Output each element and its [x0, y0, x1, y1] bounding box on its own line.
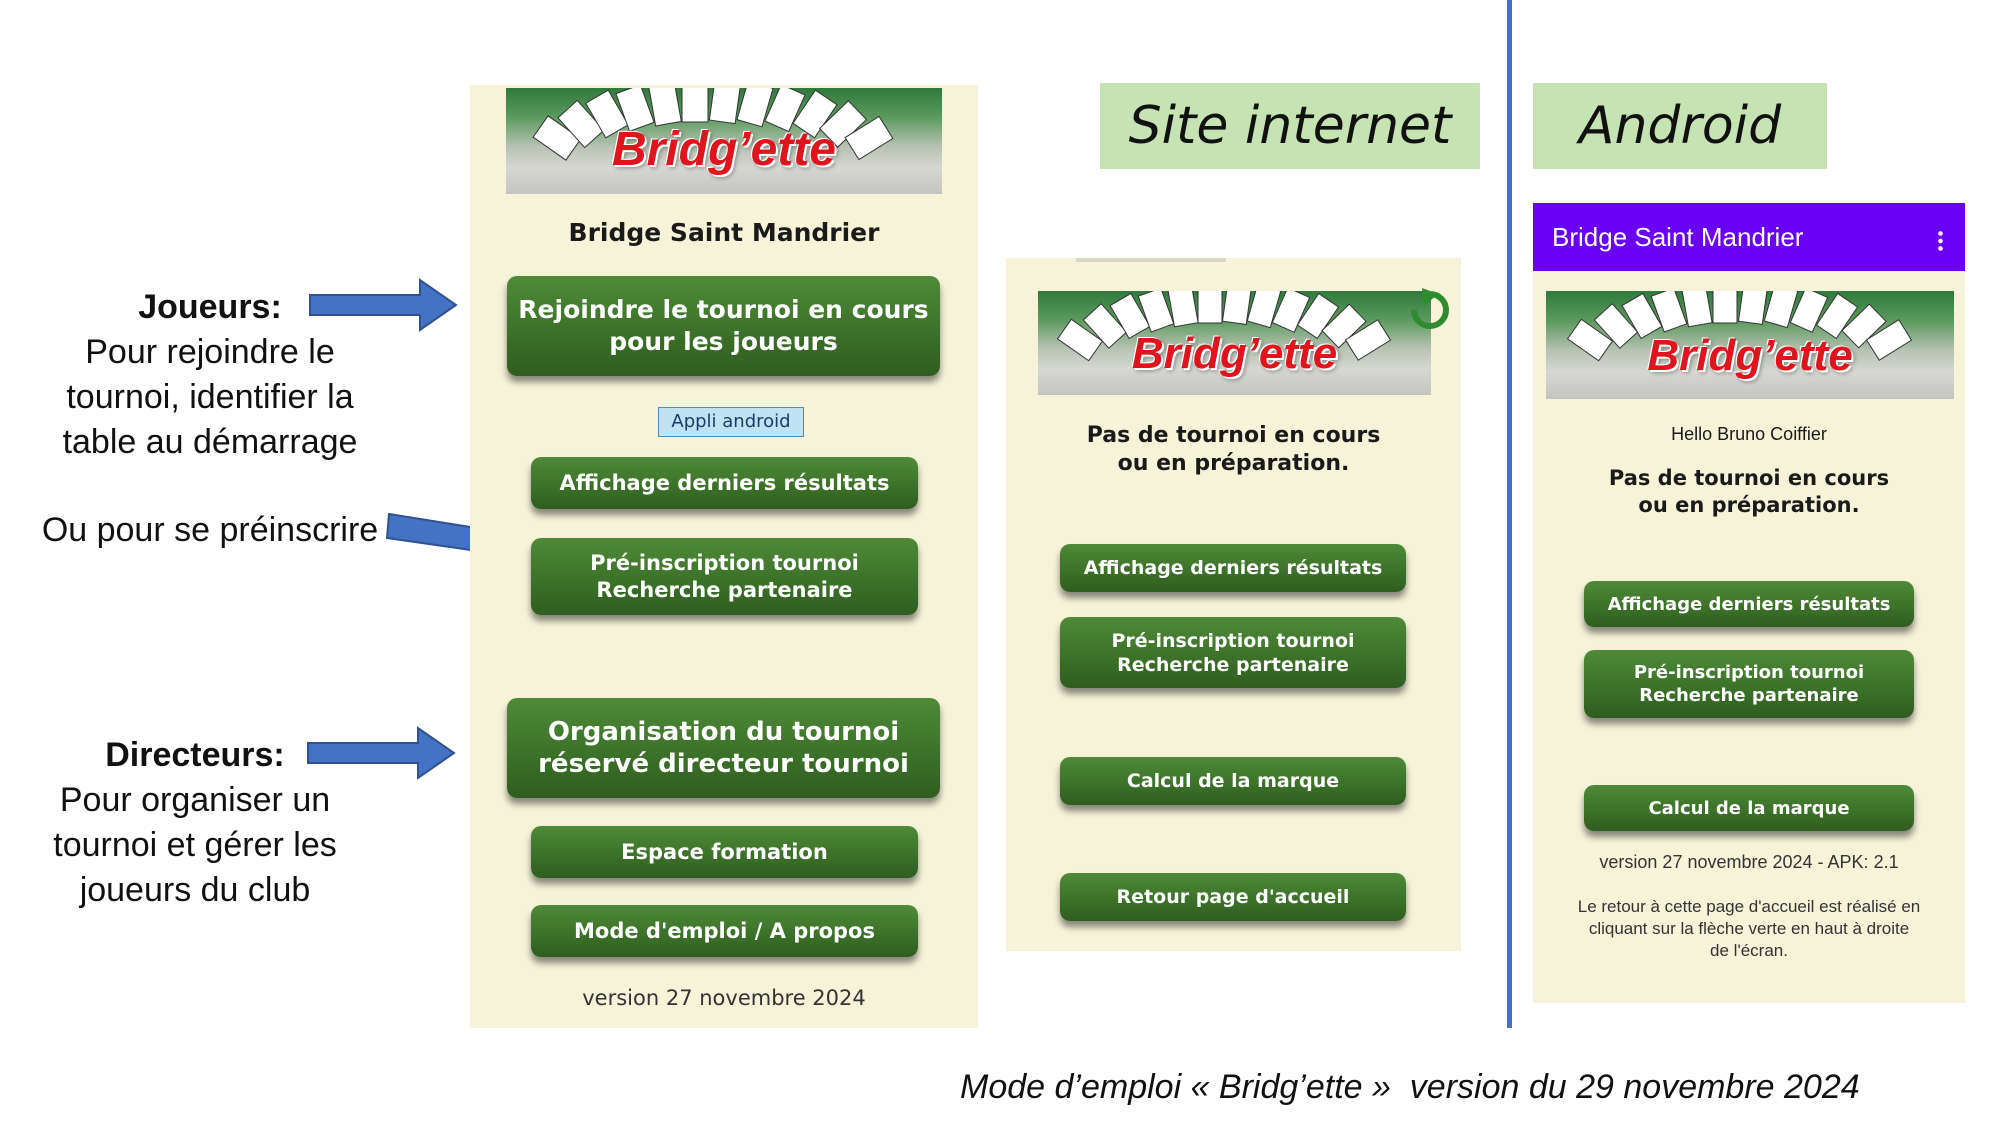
directeurs-annotation: Directeurs: Pour organiser un tournoi et…	[25, 733, 365, 913]
calcul-marque-button[interactable]: Calcul de la marque	[1584, 785, 1914, 831]
directeurs-line-3: joueurs du club	[79, 871, 311, 909]
preinscrire-annotation: Ou pour se préinscrire	[41, 511, 379, 549]
playing-cards-icon	[1566, 291, 1913, 362]
results-button[interactable]: Affichage derniers résultats	[531, 457, 918, 509]
organisation-line-2: réservé directeur tournoi	[538, 749, 909, 779]
status-line-2: ou en préparation.	[1638, 493, 1860, 517]
formation-button[interactable]: Espace formation	[531, 826, 918, 878]
joueurs-line-3: table au démarrage	[62, 423, 358, 461]
organisation-button[interactable]: Organisation du tournoi réservé directeu…	[507, 698, 940, 798]
preinscription-line-2: Recherche partenaire	[1117, 653, 1349, 676]
arrow-right-icon	[307, 726, 456, 780]
android-tag: Android	[1533, 83, 1827, 169]
android-screen: Bridge Saint Mandrier Bridg’ette H	[1533, 203, 1965, 1003]
status-line-2: ou en préparation.	[1117, 451, 1350, 476]
playing-cards-icon	[532, 88, 894, 161]
club-name: Bridge Saint Mandrier	[568, 218, 880, 247]
status-line-1: Pas de tournoi en cours	[1086, 423, 1381, 448]
greeting-text: Hello Bruno Coiffier	[1671, 424, 1827, 444]
version-text: version 27 novembre 2024	[582, 986, 866, 1010]
main-app-screen: Bridg’ette Bridge Saint Mandrier Rejoind…	[470, 85, 978, 1028]
join-line-1: Rejoindre le tournoi en cours	[518, 295, 929, 324]
joueurs-line-1: Pour rejoindre le	[85, 333, 335, 371]
directeurs-line-2: tournoi et gérer les	[53, 826, 337, 864]
app-logo: Bridg’ette	[611, 123, 836, 176]
logo-banner: Bridg’ette	[1038, 291, 1431, 395]
status-text: Pas de tournoi en cours ou en préparatio…	[1533, 465, 1965, 519]
preinscription-button[interactable]: Pré-inscription tournoi Recherche parten…	[1060, 617, 1406, 688]
mode-emploi-button[interactable]: Mode d'emploi / A propos	[531, 905, 918, 957]
status-text: Pas de tournoi en cours ou en préparatio…	[1006, 422, 1461, 478]
calcul-marque-button[interactable]: Calcul de la marque	[1060, 757, 1406, 805]
divider	[1507, 0, 1512, 1028]
joueurs-title: Joueurs:	[138, 288, 282, 326]
info-text: Le retour à cette page d'accueil est réa…	[1533, 896, 1965, 962]
organisation-line-1: Organisation du tournoi	[547, 717, 900, 747]
app-logo: Bridg’ette	[1131, 329, 1338, 378]
preinscription-line-1: Pré-inscription tournoi	[1111, 629, 1355, 652]
android-app-link[interactable]: Appli android	[658, 407, 804, 437]
android-app-bar: Bridge Saint Mandrier	[1533, 203, 1965, 271]
info-line-1: Le retour à cette page d'accueil est réa…	[1577, 897, 1921, 916]
info-line-3: de l'écran.	[1710, 941, 1788, 960]
preinscription-line-2: Recherche partenaire	[596, 577, 853, 602]
directeurs-line-1: Pour organiser un	[59, 781, 331, 819]
results-button[interactable]: Affichage derniers résultats	[1584, 581, 1914, 627]
join-line-2: pour les joueurs	[609, 327, 838, 356]
directeurs-title: Directeurs:	[105, 736, 285, 774]
version-text: version 27 novembre 2024 - APK: 2.1	[1599, 852, 1899, 872]
website-screen: Bridg’ette Pas de tournoi en cours ou en…	[1006, 258, 1461, 951]
app-bar-title: Bridge Saint Mandrier	[1552, 221, 1804, 252]
back-arrow-icon[interactable]	[1404, 284, 1456, 336]
joueurs-annotation: Joueurs: Pour rejoindre le tournoi, iden…	[40, 285, 380, 465]
join-tournament-button[interactable]: Rejoindre le tournoi en cours pour les j…	[507, 276, 940, 376]
logo-banner: Bridg’ette	[1546, 291, 1954, 399]
footer-caption: Mode d’emploi « Bridg’ette » version du …	[960, 1068, 1860, 1106]
more-vert-icon[interactable]	[1938, 227, 1943, 251]
top-bar-stub	[1076, 258, 1226, 262]
preinscription-line-1: Pré-inscription tournoi	[1633, 662, 1865, 683]
retour-accueil-button[interactable]: Retour page d'accueil	[1060, 873, 1406, 921]
preinscription-button[interactable]: Pré-inscription tournoi Recherche parten…	[531, 538, 918, 615]
playing-cards-icon	[1056, 291, 1392, 362]
preinscription-button[interactable]: Pré-inscription tournoi Recherche parten…	[1584, 650, 1914, 718]
logo-banner: Bridg’ette	[506, 88, 942, 194]
site-internet-tag: Site internet	[1100, 83, 1480, 169]
info-line-2: cliquant sur la flèche verte en haut à d…	[1588, 919, 1910, 938]
joueurs-line-2: tournoi, identifier la	[66, 378, 354, 416]
arrow-right-icon	[309, 278, 458, 332]
app-logo: Bridg’ette	[1647, 331, 1853, 380]
preinscription-line-1: Pré-inscription tournoi	[590, 550, 859, 575]
preinscription-line-2: Recherche partenaire	[1639, 685, 1859, 706]
results-button[interactable]: Affichage derniers résultats	[1060, 544, 1406, 592]
status-line-1: Pas de tournoi en cours	[1608, 466, 1890, 490]
